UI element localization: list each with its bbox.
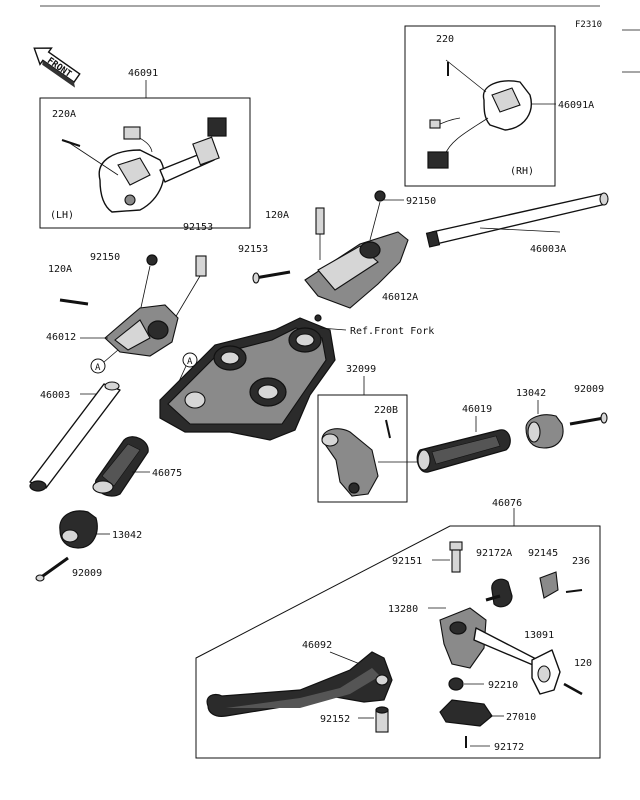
rh-side-label: (RH) bbox=[510, 166, 534, 177]
rh-handlebar-drawing bbox=[425, 192, 609, 248]
ref-marker-a-left-label: A bbox=[95, 363, 101, 373]
label-46075: 46075 bbox=[152, 468, 182, 479]
note-ref-front-fork: Ref.Front Fork bbox=[350, 326, 434, 337]
label-92153-right: 92153 bbox=[238, 244, 268, 255]
label-46012: 46012 bbox=[46, 332, 76, 343]
label-92009-left: 92009 bbox=[72, 568, 102, 579]
label-46003: 46003 bbox=[40, 390, 70, 401]
lh-handlebar-drawing bbox=[29, 381, 121, 492]
label-46019: 46019 bbox=[462, 404, 492, 415]
throttle-box bbox=[317, 394, 408, 503]
label-92145: 92145 bbox=[528, 548, 558, 559]
label-92150-right: 92150 bbox=[406, 196, 436, 207]
lh-switch-box bbox=[39, 97, 251, 229]
ref-marker-a-right bbox=[182, 352, 198, 368]
label-13042-left: 13042 bbox=[112, 530, 142, 541]
label-220B: 220B bbox=[374, 405, 398, 416]
label-92009-right: 92009 bbox=[574, 384, 604, 395]
label-46091: 46091 bbox=[128, 68, 158, 79]
label-13042-right: 13042 bbox=[516, 388, 546, 399]
lever-adjuster-drawing bbox=[531, 649, 583, 696]
ref-marker-a-right-label: A bbox=[187, 357, 193, 367]
label-92150-left: 92150 bbox=[90, 252, 120, 263]
label-92172A: 92172A bbox=[476, 548, 512, 559]
throttle-housing-drawing bbox=[321, 419, 391, 497]
nut-92210 bbox=[448, 677, 464, 691]
lever-assembly-box bbox=[195, 525, 601, 759]
clutch-lever-drawing bbox=[206, 651, 393, 717]
label-220A: 220A bbox=[52, 109, 76, 120]
label-92153-left: 92153 bbox=[183, 222, 213, 233]
rh-grip-drawing bbox=[416, 429, 511, 473]
label-92210: 92210 bbox=[488, 680, 518, 691]
label-46091A: 46091A bbox=[558, 100, 594, 111]
label-46076: 46076 bbox=[492, 498, 522, 509]
label-120: 120 bbox=[574, 658, 592, 669]
label-120A-left: 120A bbox=[48, 264, 72, 275]
clutch-switch-drawing bbox=[439, 699, 504, 727]
rh-bar-end-screw bbox=[569, 416, 605, 426]
rh-clamp-drawing bbox=[252, 190, 409, 309]
lh-switch-assembly-drawing bbox=[61, 117, 227, 213]
rh-switch-assembly-drawing bbox=[427, 59, 532, 169]
lh-side-label: (LH) bbox=[50, 210, 74, 221]
label-92151: 92151 bbox=[392, 556, 422, 567]
label-13091: 13091 bbox=[524, 630, 554, 641]
label-220: 220 bbox=[436, 34, 454, 45]
ref-marker-a-left bbox=[90, 358, 106, 374]
figure-code: F2310 bbox=[575, 20, 602, 30]
label-92152: 92152 bbox=[320, 714, 350, 725]
label-236: 236 bbox=[572, 556, 590, 567]
lh-clamp-drawing bbox=[59, 254, 207, 357]
lh-bar-end-screw bbox=[39, 556, 69, 580]
label-27010: 27010 bbox=[506, 712, 536, 723]
rh-switch-box bbox=[404, 25, 556, 187]
label-32099: 32099 bbox=[346, 364, 376, 375]
label-46012A: 46012A bbox=[382, 292, 418, 303]
label-46003A: 46003A bbox=[530, 244, 566, 255]
lh-grip-drawing bbox=[92, 436, 149, 497]
label-120A-right: 120A bbox=[265, 210, 289, 221]
label-46092: 46092 bbox=[302, 640, 332, 651]
rh-bar-end-drawing bbox=[525, 414, 564, 449]
label-13280: 13280 bbox=[388, 604, 418, 615]
triple-clamp-drawing bbox=[159, 314, 336, 441]
lh-bar-end-drawing bbox=[59, 510, 98, 549]
label-92172: 92172 bbox=[494, 742, 524, 753]
lever-pivot-parts-drawing bbox=[439, 541, 583, 669]
